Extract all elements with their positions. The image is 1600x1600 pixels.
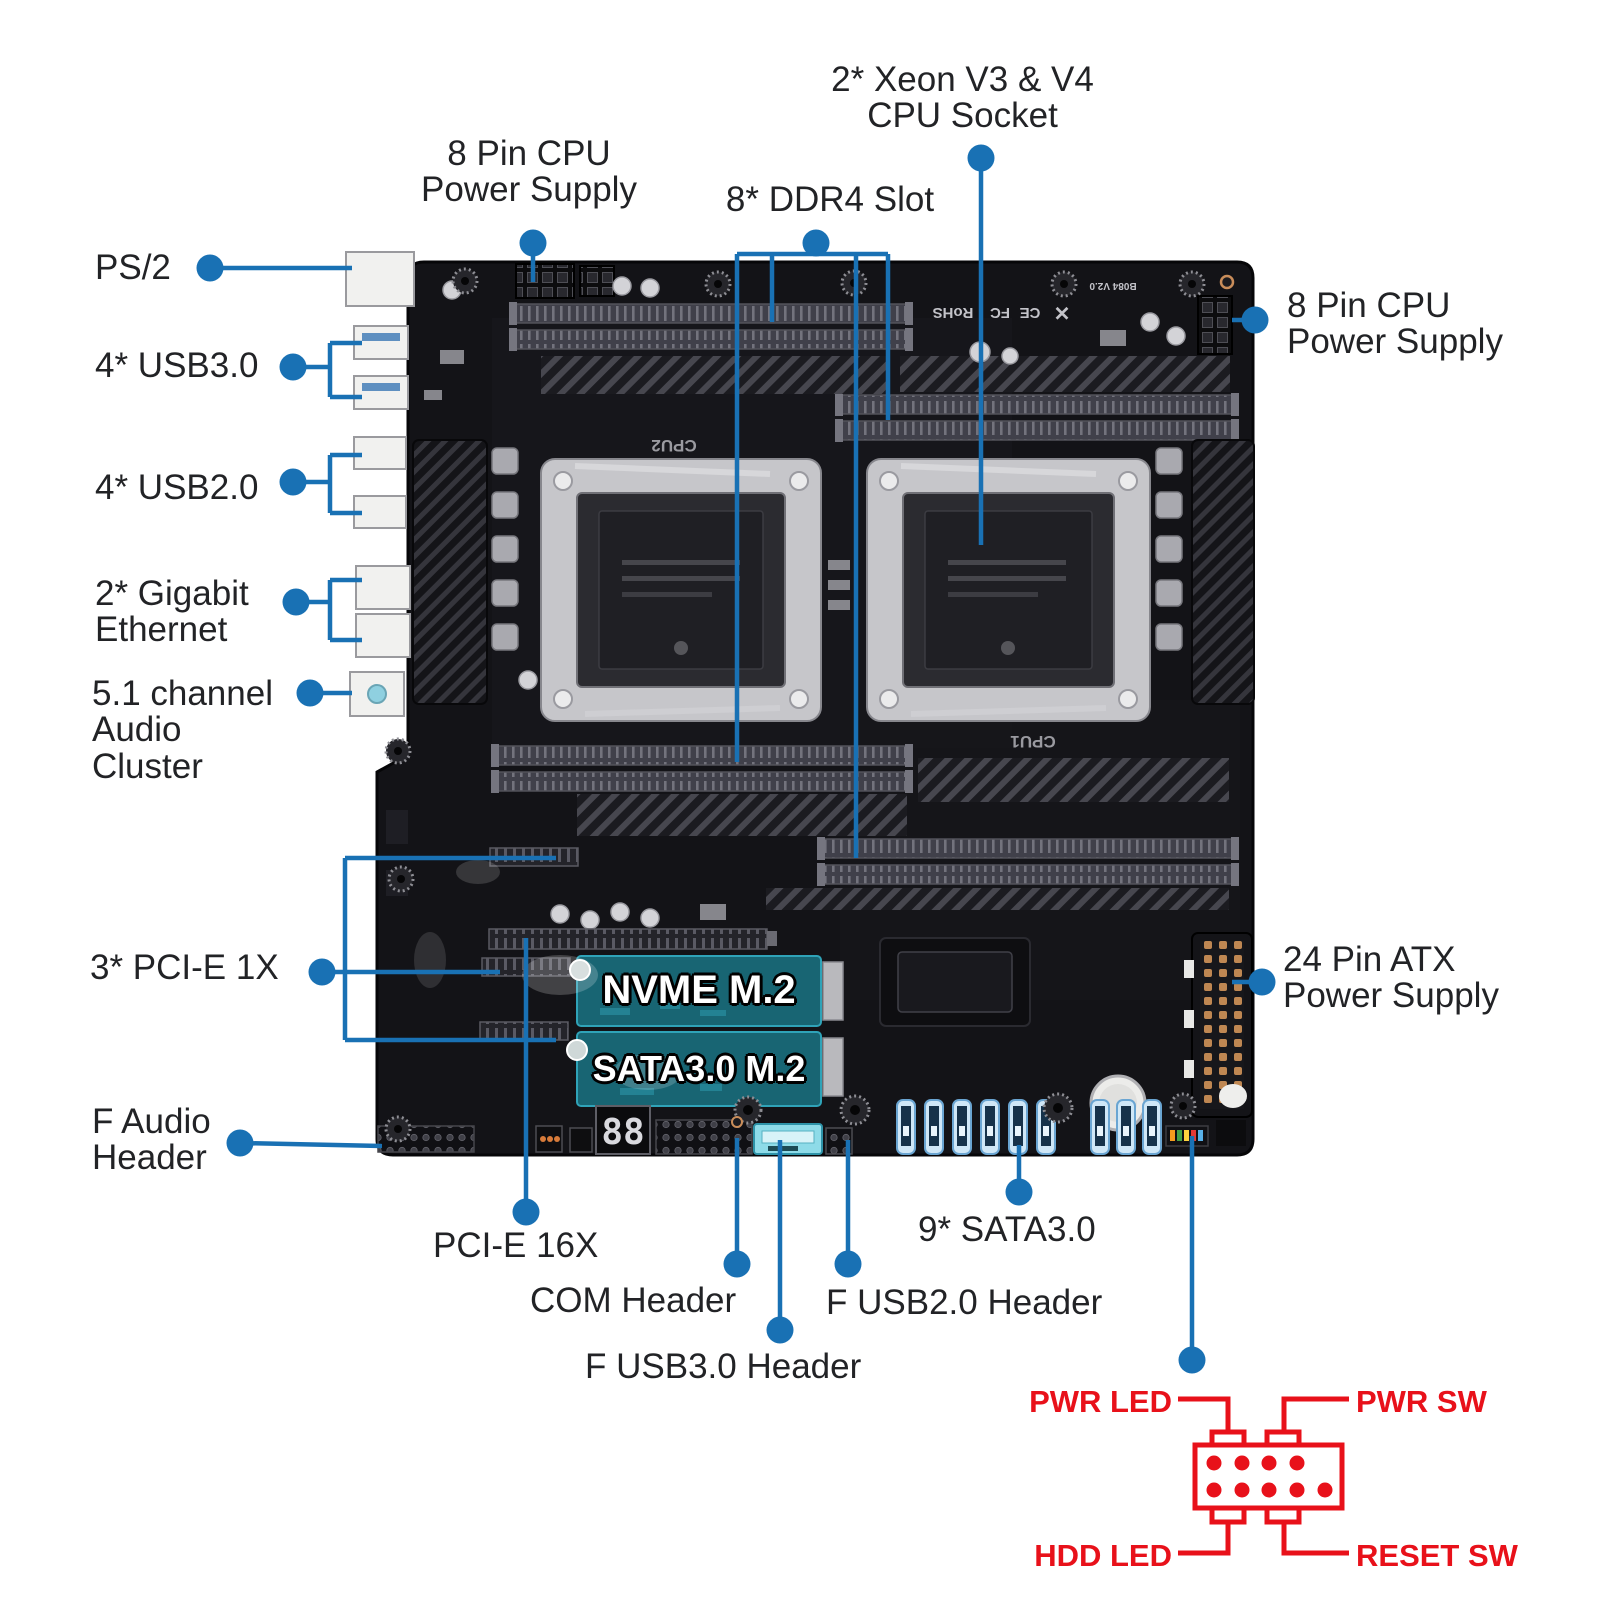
front-panel-diagram <box>1178 1396 1349 1556</box>
usb3-port <box>353 375 409 410</box>
callout-com-header: COM Header <box>530 1281 737 1320</box>
label-reset-sw: RESET SW <box>1356 1538 1518 1573</box>
callout-ethernet: 2* Gigabit Ethernet <box>95 574 249 650</box>
callout-cpu-power-left: 8 Pin CPU Power Supply <box>421 134 637 210</box>
ethernet-port <box>355 565 411 610</box>
callout-cpu-power-right: 8 Pin CPU Power Supply <box>1287 286 1503 362</box>
label-hdd-led: HDD LED <box>1034 1538 1172 1573</box>
callout-xeon-cpu-socket: 2* Xeon V3 & V4 CPU Socket <box>831 60 1094 136</box>
callout-f-usb3: F USB3.0 Header <box>585 1347 862 1386</box>
cpu2-silk: CPU2 <box>651 436 696 455</box>
usb2-port <box>353 495 407 529</box>
callout-f-usb2: F USB2.0 Header <box>826 1283 1103 1322</box>
callout-audio-cluster: 5.1 channel Audio Cluster <box>92 674 273 786</box>
pcie-slots <box>479 847 777 1041</box>
ps2-port <box>345 251 415 307</box>
callout-atx-power: 24 Pin ATX Power Supply <box>1283 940 1499 1016</box>
bottom-headers <box>377 1084 1247 1155</box>
callout-usb2: 4* USB2.0 <box>95 468 259 507</box>
callout-f-audio: F Audio Header <box>92 1102 211 1178</box>
callout-sata: 9* SATA3.0 <box>918 1210 1096 1249</box>
cpu-socket-right <box>866 458 1151 722</box>
power-connectors <box>515 263 1253 1118</box>
ce-silk: CE <box>1020 304 1041 321</box>
label-sata-m2: SATA3.0 M.2 <box>592 1048 806 1089</box>
vrm-heatsink-right <box>1191 439 1255 705</box>
label-nvme-m2: NVME M.2 <box>602 968 796 1012</box>
eps-8pin-left <box>515 263 575 299</box>
rohs-silk: RoHS <box>933 304 974 321</box>
callout-usb3: 4* USB3.0 <box>95 346 259 385</box>
callout-pcie-1x: 3* PCI-E 1X <box>90 948 279 987</box>
silkscreen: CPU2 CPU1 RoHS FC CE ✕ B084 V2.0 88 <box>601 280 1136 1153</box>
ethernet-port <box>355 613 411 658</box>
fc-silk: FC <box>990 304 1010 321</box>
heatsinks <box>412 356 1255 910</box>
pcie-x16-slot <box>488 928 768 950</box>
eps-8pin-right <box>1197 295 1233 355</box>
debug-led-digits: 88 <box>601 1112 644 1153</box>
vrm-heatsink-left <box>412 439 488 705</box>
usb2-port <box>353 436 407 470</box>
cpu1-silk: CPU1 <box>1010 732 1055 751</box>
leader-dots <box>196 144 1276 1374</box>
nvme-m2-slot <box>576 955 822 1027</box>
label-pwr-sw: PWR SW <box>1356 1384 1487 1419</box>
version-silk: B084 V2.0 <box>1089 280 1137 291</box>
label-pwr-led: PWR LED <box>1029 1384 1172 1419</box>
sata-m2-slot <box>576 1031 822 1107</box>
callout-ddr4: 8* DDR4 Slot <box>725 180 935 219</box>
m2-slots <box>566 955 844 1107</box>
chipset-area <box>879 937 1147 1132</box>
callout-pcie-16x: PCI-E 16X <box>433 1226 599 1265</box>
usb3-port <box>353 325 409 360</box>
x-logo-silk: ✕ <box>1054 301 1071 323</box>
rear-io-ports <box>345 251 415 717</box>
callout-ps2: PS/2 <box>95 248 171 287</box>
ddr4-slots <box>491 302 1239 886</box>
cpu-socket-left <box>540 458 822 722</box>
debug-led-display <box>595 1105 651 1155</box>
mounting-holes <box>384 267 1235 1143</box>
